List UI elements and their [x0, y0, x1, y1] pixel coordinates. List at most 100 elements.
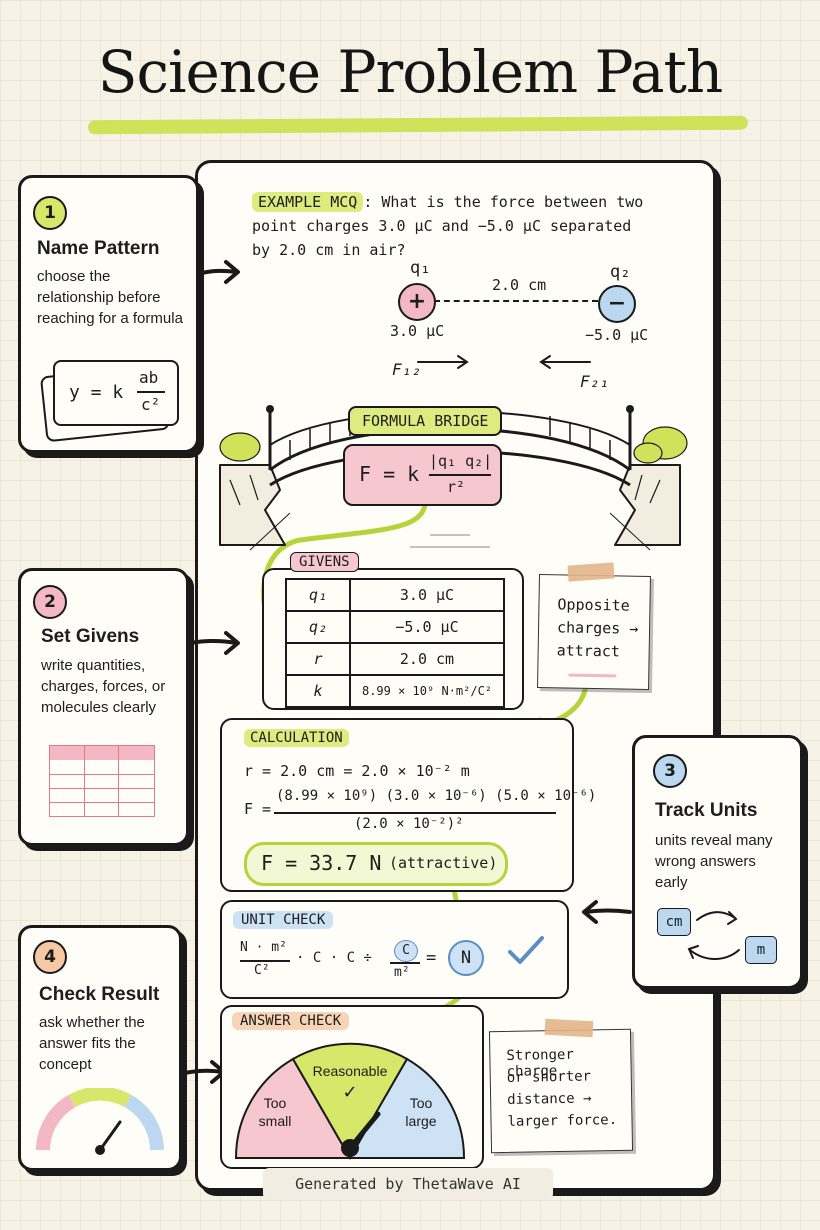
footer-credit: Generated by ThetaWave AI	[263, 1168, 553, 1200]
fraction-bar	[274, 812, 556, 814]
step-heading: Set Givens	[41, 626, 140, 647]
formula-lhs: y = k	[69, 382, 124, 403]
fraction-bar	[390, 962, 420, 964]
fraction-bar	[137, 391, 165, 393]
gauge-mid-mark: ✓	[342, 1082, 358, 1103]
unit-result: N	[448, 940, 484, 976]
force-arrows	[417, 355, 591, 369]
pink-underline	[568, 673, 617, 678]
unit-term2-den: m²	[394, 965, 410, 980]
calc-result: F = 33.7 N	[261, 851, 382, 875]
unit-operators: · C · C ÷	[296, 950, 372, 966]
step-card-name-pattern: 1 Name Pattern choose the relationship b…	[18, 175, 199, 453]
unit-chip-cm: cm	[657, 908, 691, 936]
step-card-set-givens: 2 Set Givens write quantities, charges, …	[18, 568, 189, 846]
given-value: 3.0 μC	[349, 578, 505, 612]
unit-term2-num: C	[394, 940, 418, 962]
step-card-track-units: 3 Track Units units reveal many wrong an…	[632, 735, 803, 989]
unit-chip-m: m	[745, 936, 777, 964]
calc-line-r: r = 2.0 cm = 2.0 × 10⁻² m	[244, 762, 470, 780]
example-tag: EXAMPLE MCQ	[252, 192, 364, 212]
cycle-arrows-icon	[687, 911, 740, 960]
note-line: larger force.	[507, 1112, 618, 1130]
note-line: charges →	[556, 618, 639, 638]
result-highlight: F = 33.7 N (attractive)	[244, 842, 508, 886]
given-symbol: r	[285, 642, 351, 676]
given-value: 2.0 cm	[349, 642, 505, 676]
formula-numerator: ab	[139, 368, 159, 387]
q2-value: −5.0 μC	[585, 326, 649, 344]
bridge-formula-numerator: |q₁ q₂|	[429, 452, 493, 470]
step-description: units reveal many wrong answers early	[655, 832, 773, 891]
step-heading: Check Result	[39, 984, 160, 1005]
answer-check-tag: ANSWER CHECK	[232, 1012, 350, 1030]
step-number-badge: 2	[33, 585, 67, 619]
checkmark-icon	[508, 936, 544, 964]
given-symbol: q₁	[285, 578, 351, 612]
step-heading: Track Units	[655, 800, 758, 821]
distance-label: 2.0 cm	[492, 276, 547, 294]
fraction-bar	[240, 960, 290, 962]
note-line: attract	[556, 641, 621, 661]
question-line-1: : What is the force between two	[363, 193, 644, 211]
q1-value: 3.0 μC	[390, 322, 445, 340]
calc-denominator: (2.0 × 10⁻²)²	[354, 816, 464, 832]
example-question: EXAMPLE MCQ: What is the force between t…	[252, 190, 702, 262]
arrow-step3	[583, 908, 632, 914]
calc-f-lhs: F =	[244, 800, 272, 818]
given-value: −5.0 μC	[349, 610, 505, 644]
f21-label: F₂₁	[580, 372, 609, 391]
given-symbol: k	[285, 674, 351, 708]
unit-equals: =	[426, 948, 437, 968]
note-line: or shorter	[506, 1068, 592, 1086]
note-line: Opposite	[557, 595, 630, 615]
note-line: distance →	[507, 1090, 592, 1108]
q1-circle: +	[398, 283, 436, 321]
unit-check-tag: UNIT CHECK	[233, 911, 334, 929]
step-number-badge: 1	[33, 196, 67, 230]
table-row: q₂−5.0 μC	[285, 610, 505, 644]
bridge-formula-box: F = k |q₁ q₂| r²	[343, 444, 502, 506]
unit-term1-num: N · m²	[240, 940, 287, 955]
givens-tag: GIVENS	[290, 552, 359, 572]
sticky-note-opposite-charges: Opposite charges → attract	[537, 574, 651, 690]
step-number-badge: 3	[653, 754, 687, 788]
bridge-formula-lhs: F = k	[359, 462, 420, 486]
calculation-tag: CALCULATION	[244, 729, 349, 747]
q2-label: q₂	[610, 262, 631, 282]
formula-denominator: c²	[141, 395, 161, 414]
formula-bridge-tag: FORMULA BRIDGE	[348, 406, 503, 436]
unit-term1-den: C²	[254, 963, 270, 978]
mini-table-icon	[49, 745, 155, 817]
fraction-bar	[429, 474, 491, 476]
gauge-high-label: Too large	[405, 1095, 437, 1129]
bridge-formula-denominator: r²	[447, 478, 466, 496]
step-card-check-result: 4 Check Result ask whether the answer fi…	[18, 925, 182, 1171]
step-description: choose the relationship before reaching …	[37, 268, 183, 327]
step-number-badge: 4	[33, 940, 67, 974]
minus-sign-icon: −	[607, 291, 627, 316]
distance-dash-line	[434, 300, 598, 302]
step-description: ask whether the answer fits the concept	[39, 1014, 145, 1073]
q2-circle: −	[598, 285, 636, 323]
question-line-3: by 2.0 cm in air?	[252, 241, 406, 259]
gauge-low-label: Too small	[258, 1095, 292, 1129]
calc-numerator: (8.99 × 10⁹) (3.0 × 10⁻⁶) (5.0 × 10⁻⁶)	[276, 788, 597, 804]
tape-strip	[567, 562, 615, 582]
formula-card: y = k ab c²	[53, 360, 179, 426]
gauge-mid-label: Reasonable	[312, 1063, 388, 1079]
sticky-note-stronger-charge: Stronger charge or shorter distance → la…	[488, 1028, 634, 1154]
given-symbol: q₂	[285, 610, 351, 644]
step-description: write quantities, charges, forces, or mo…	[41, 657, 166, 716]
tape-strip	[544, 1018, 594, 1038]
step-heading: Name Pattern	[37, 238, 160, 259]
given-value: 8.99 × 10⁹ N·m²/C²	[349, 674, 505, 708]
answer-gauge	[234, 1042, 466, 1161]
plus-sign-icon: +	[407, 289, 427, 314]
q1-label: q₁	[410, 258, 431, 278]
question-line-2: point charges 3.0 μC and −5.0 μC separat…	[252, 217, 632, 235]
